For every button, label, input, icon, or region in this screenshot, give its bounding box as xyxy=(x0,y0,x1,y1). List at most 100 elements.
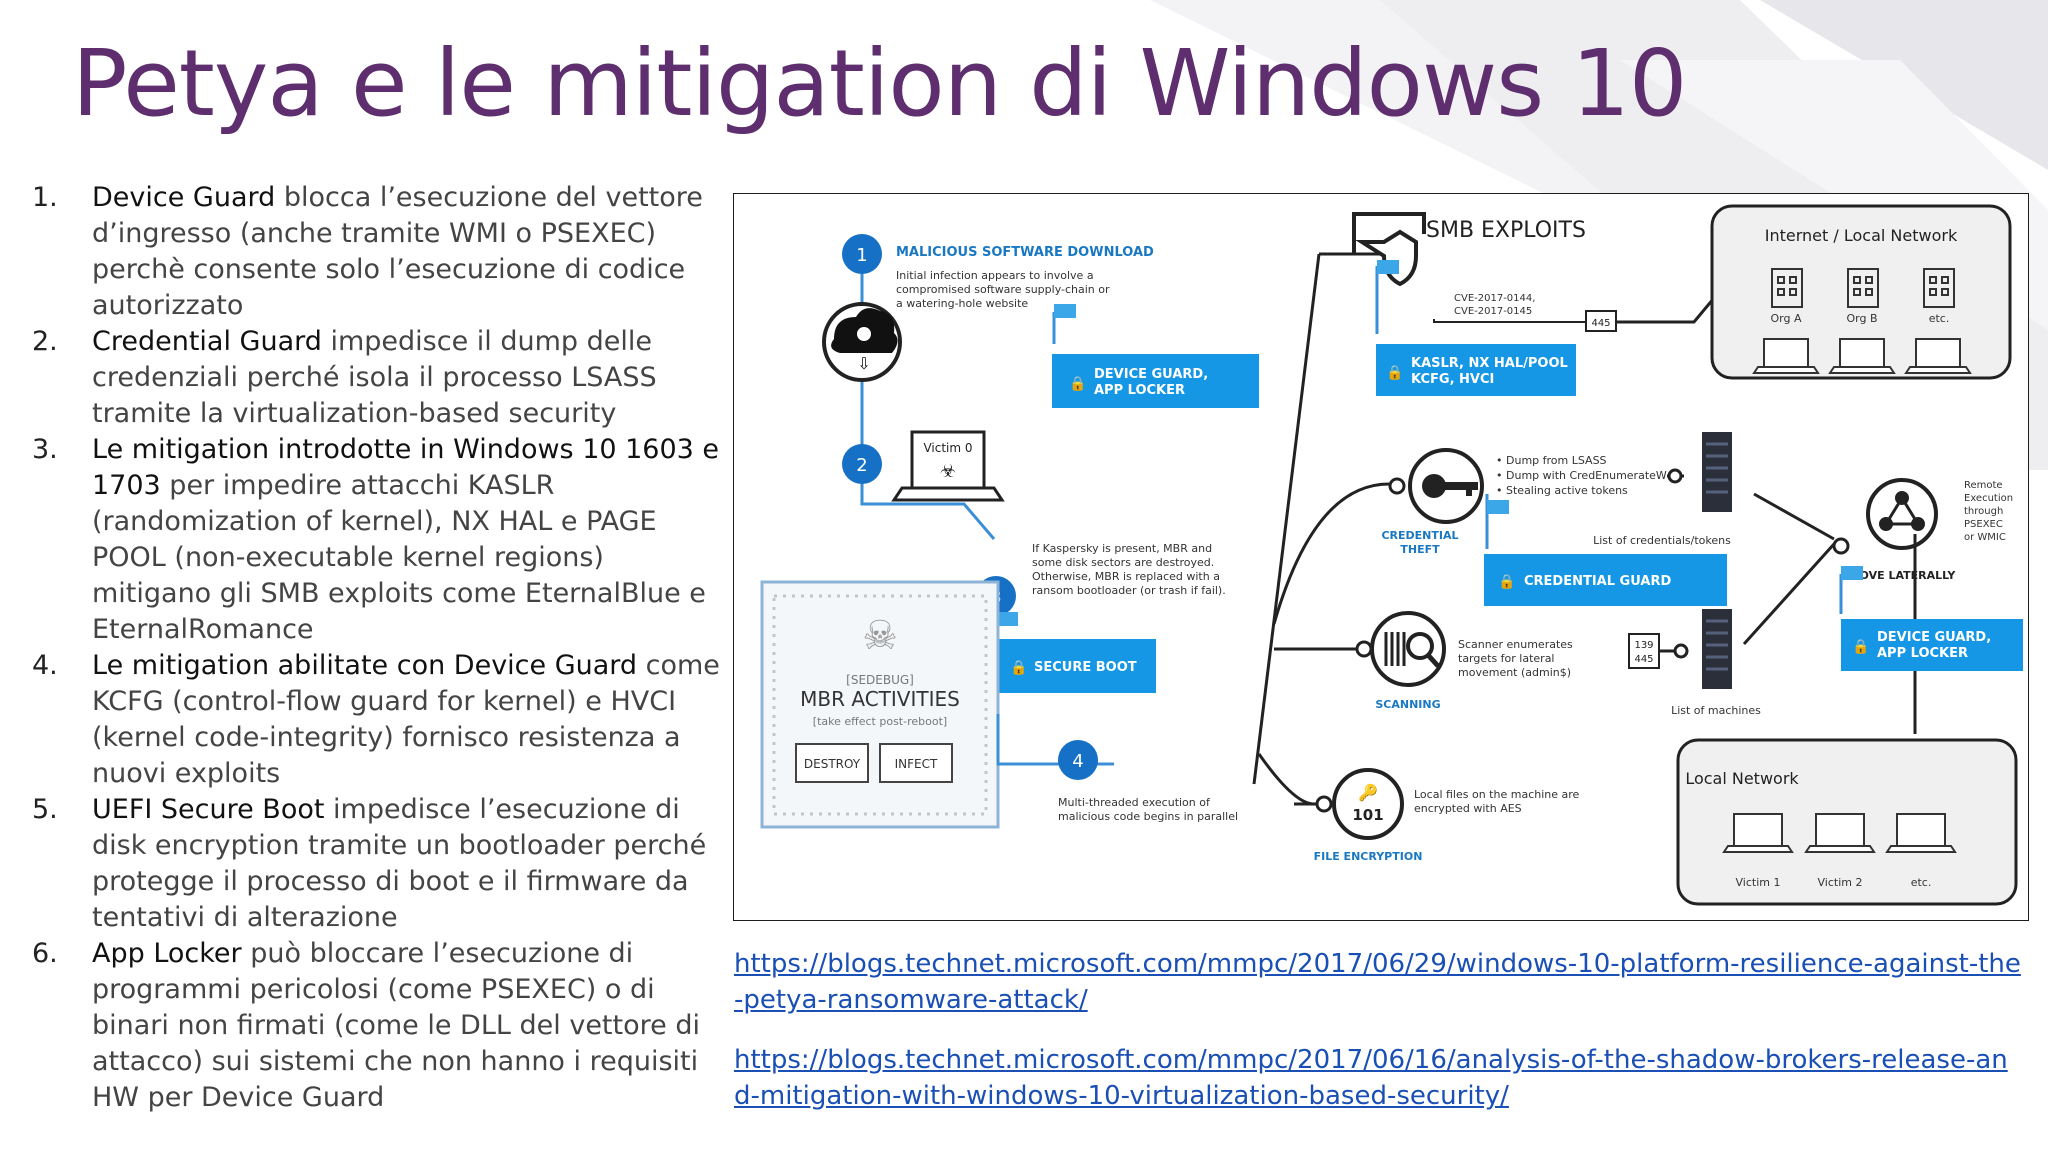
port-label: 139 xyxy=(1634,640,1653,651)
item-text: impedisce il dump delle credenziali perc… xyxy=(92,326,657,429)
item-text: impedisce l’esecuzione di disk encryptio… xyxy=(92,794,707,933)
binary-label: 101 xyxy=(1352,806,1383,824)
badge-label: APP LOCKER xyxy=(1877,646,1968,661)
mitigation-list: 1. Device Guard blocca l’esecuzione del v… xyxy=(30,180,720,1116)
svg-text:🔑: 🔑 xyxy=(1358,783,1378,802)
destroy-box xyxy=(795,743,869,783)
move-laterally-label: MOVE LATERALLY xyxy=(1849,569,1957,582)
device-guard-badge xyxy=(1052,354,1259,408)
building-icons xyxy=(1771,268,1955,308)
badge-label: DEVICE GUARD, xyxy=(1094,367,1208,382)
item-text: può bloccare l’esecuzione di programmi p… xyxy=(92,938,700,1113)
victim-label: Victim 1 xyxy=(1736,876,1781,889)
file-enc-desc: Local files on the machine are xyxy=(1414,788,1580,801)
list-item: 5. UEFI Secure Boot impedisce l’esecuzion… xyxy=(30,792,720,936)
lateral-desc: Execution xyxy=(1964,493,2013,504)
svg-text:⇩: ⇩ xyxy=(857,354,870,373)
laptop-icons xyxy=(1722,813,1957,853)
skull-icon: ☠ xyxy=(862,613,898,659)
item-lead: Le mitigation abilitate con Device Guard xyxy=(92,650,638,681)
step-4-desc-line: malicious code begins in parallel xyxy=(1058,810,1238,823)
item-text: blocca l’esecuzione del vettore d’ingres… xyxy=(92,182,703,321)
svg-text:•: • xyxy=(1496,484,1503,497)
shield-icon xyxy=(1355,229,1418,287)
step-2-circle xyxy=(842,444,882,484)
mbr-subtitle: [take effect post-reboot] xyxy=(813,715,947,728)
scanning-desc: Scanner enumerates xyxy=(1458,638,1573,651)
step-1-desc-line: Initial infection appears to involve a xyxy=(896,269,1094,282)
step-4-number: 4 xyxy=(1072,751,1083,772)
badge-label: KASLR, NX HAL/POOL xyxy=(1411,356,1568,371)
step-4-circle xyxy=(1058,740,1098,780)
server-icon xyxy=(1702,432,1732,512)
credential-label: CREDENTIAL xyxy=(1381,529,1458,542)
reference-link-1[interactable]: https://blogs.technet.microsoft.com/mmpc… xyxy=(734,949,2021,1015)
credentials-list-label: List of credentials/tokens xyxy=(1593,534,1731,547)
svg-text:🔒: 🔒 xyxy=(1386,365,1403,381)
server-icon xyxy=(1702,609,1732,689)
cve-line: CVE-2017-0144, xyxy=(1454,293,1535,304)
svg-text:•: • xyxy=(1496,454,1503,467)
local-network-title: Local Network xyxy=(1685,769,1799,788)
credential-bullet: Dump with CredEnumerateW xyxy=(1506,469,1667,482)
step-3-desc-line: Otherwise, MBR is replaced with a xyxy=(1032,570,1220,583)
diagram-canvas: 1 ⇩ MALICIOUS SOFTWARE DOWNLOAD Initial … xyxy=(760,204,2023,906)
destroy-label: DESTROY xyxy=(804,757,861,771)
item-text: per impedire attacchi KASLR (randomizati… xyxy=(92,470,706,645)
credential-bullet: Stealing active tokens xyxy=(1506,484,1628,497)
victim-label: Victim 2 xyxy=(1818,876,1863,889)
step-1-desc-line: compromised software supply-chain or xyxy=(896,283,1110,296)
ports-box xyxy=(1628,633,1660,669)
item-number: 4. xyxy=(32,650,58,681)
credential-label: THEFT xyxy=(1400,543,1440,556)
lateral-desc: PSEXEC xyxy=(1964,519,2003,530)
item-lead: Le mitigation introdotte in Windows 10 1… xyxy=(92,434,720,501)
mbr-tag: [SEDEBUG] xyxy=(846,673,914,687)
badge-label: KCFG, HVCI xyxy=(1411,372,1494,387)
step-1-circle xyxy=(842,234,882,274)
item-number: 5. xyxy=(32,794,58,825)
port-label: 445 xyxy=(1591,318,1610,329)
machines-list-label: List of machines xyxy=(1671,704,1761,717)
mbr-title: MBR ACTIVITIES xyxy=(800,687,960,711)
scanning-desc: targets for lateral xyxy=(1458,652,1555,665)
kaslr-badge xyxy=(1376,344,1576,396)
item-lead: Device Guard xyxy=(92,182,276,213)
internet-network-title: Internet / Local Network xyxy=(1765,226,1958,245)
list-item: 4. Le mitigation abilitate con Device Gua… xyxy=(30,648,720,792)
scanning-desc: movement (admin$) xyxy=(1458,666,1571,679)
step-4-desc-line: Multi-threaded execution of xyxy=(1058,796,1211,809)
step-1-title: MALICIOUS SOFTWARE DOWNLOAD xyxy=(896,245,1154,260)
step-1-desc-line: a watering-hole website xyxy=(896,297,1028,310)
victim-0-label: Victim 0 xyxy=(923,441,972,455)
step-1-number: 1 xyxy=(856,245,867,266)
badge-label: APP LOCKER xyxy=(1094,383,1185,398)
credential-bullet: Dump from LSASS xyxy=(1506,454,1607,467)
infect-box xyxy=(879,743,953,783)
cve-line: CVE-2017-0145 xyxy=(1454,306,1532,317)
svg-text:🔒: 🔒 xyxy=(1069,376,1086,392)
list-item: 6.App Locker può bloccare l’esecuzione d… xyxy=(30,936,720,1116)
item-lead: UEFI Secure Boot xyxy=(92,794,325,825)
smb-title: SMB EXPLOITS xyxy=(1426,218,1586,243)
step-3-desc-line: If Kaspersky is present, MBR and xyxy=(1032,542,1212,555)
lateral-desc: Remote xyxy=(1964,480,2003,491)
infect-label: INFECT xyxy=(895,757,938,771)
scanning-label: SCANNING xyxy=(1375,698,1440,711)
victim-label: etc. xyxy=(1911,876,1932,889)
file-encryption-label: FILE ENCRYPTION xyxy=(1314,850,1423,863)
step-3-desc-line: ransom bootloader (or trash if fail). xyxy=(1032,584,1226,597)
svg-text:🔒: 🔒 xyxy=(1498,574,1515,590)
svg-text:🔒: 🔒 xyxy=(1010,660,1027,676)
secure-boot-badge xyxy=(996,639,1156,693)
list-item: 1. Device Guard blocca l’esecuzione del v… xyxy=(30,180,720,324)
item-number: 1. xyxy=(32,182,58,213)
petya-attack-diagram: 1 ⇩ MALICIOUS SOFTWARE DOWNLOAD Initial … xyxy=(733,193,2029,921)
reference-link-2[interactable]: https://blogs.technet.microsoft.com/mmpc… xyxy=(734,1045,2008,1111)
laptop-icon xyxy=(891,430,1005,502)
item-lead: App Locker xyxy=(92,938,242,969)
lateral-desc: through xyxy=(1964,506,2003,517)
list-item: 2.Credential Guard impedisce il dump del… xyxy=(30,324,720,432)
mbr-box xyxy=(760,580,1000,829)
biohazard-icon: ☣ xyxy=(940,461,956,482)
